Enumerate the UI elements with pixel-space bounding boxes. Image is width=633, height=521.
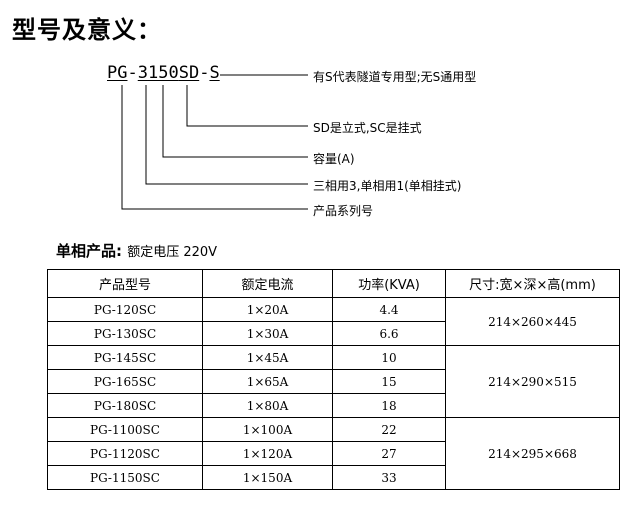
table-row: PG-145SC 1×45A 10 214×290×515	[47, 345, 620, 418]
table-row: PG-165SC 1×65A 15	[47, 369, 620, 394]
header-power: 功率(KVA)	[332, 269, 446, 298]
legend-phase: 三相用3,单相用1(单相挂式)	[313, 179, 462, 193]
code-part-dash-1: -	[127, 63, 138, 83]
cell-model: PG-1120SC	[47, 441, 203, 466]
code-part-tunnel: S	[209, 63, 220, 83]
table-row: PG-1150SC 1×150A 33	[47, 465, 620, 490]
code-part-series: PG	[107, 63, 128, 83]
cell-current: 1×120A	[202, 441, 333, 466]
legend-tunnel: 有S代表隧道专用型;无S通用型	[313, 70, 477, 84]
cell-dimensions: 214×295×668	[445, 417, 620, 490]
cell-power: 15	[332, 369, 446, 394]
header-current: 额定电流	[202, 269, 333, 298]
cell-model: PG-165SC	[47, 369, 203, 394]
section-title: 单相产品: 额定电压 220V	[56, 240, 217, 261]
model-code: PG-3150SD-S	[107, 63, 220, 83]
model-connector-lines	[121, 74, 308, 210]
table-row: PG-1120SC 1×120A 27	[47, 441, 620, 466]
cell-model: PG-120SC	[47, 297, 203, 322]
table-row: PG-1100SC 1×100A 22 214×295×668	[47, 417, 620, 490]
cell-current: 1×45A	[202, 345, 333, 370]
cell-power: 33	[332, 465, 446, 490]
legend-mount: SD是立式,SC是挂式	[313, 121, 422, 135]
cell-power: 10	[332, 345, 446, 370]
rated-voltage: 额定电压 220V	[127, 245, 218, 260]
cell-power: 6.6	[332, 321, 446, 346]
cell-power: 18	[332, 393, 446, 418]
cell-current: 1×65A	[202, 369, 333, 394]
table-row: PG-120SC 1×20A 4.4 214×260×445	[47, 297, 620, 346]
code-part-dash-2: -	[199, 63, 210, 83]
spec-table: 产品型号 额定电流 功率(KVA) 尺寸:宽×深×高(mm) PG-120SC …	[47, 269, 620, 490]
code-part-phase: 3	[137, 63, 148, 83]
cell-model: PG-145SC	[47, 345, 203, 370]
cell-current: 1×20A	[202, 297, 333, 322]
header-dimensions: 尺寸:宽×深×高(mm)	[445, 269, 620, 298]
cell-current: 1×80A	[202, 393, 333, 418]
cell-model: PG-1150SC	[47, 465, 203, 490]
page-title: 型号及意义：	[12, 16, 162, 44]
legend-series: 产品系列号	[313, 204, 374, 218]
cell-model: PG-130SC	[47, 321, 203, 346]
cell-power: 22	[332, 417, 446, 442]
table-row: PG-180SC 1×80A 18	[47, 393, 620, 418]
cell-model: PG-1100SC	[47, 417, 203, 442]
legend-capacity: 容量(A)	[313, 152, 355, 166]
cell-dimensions: 214×260×445	[445, 297, 620, 346]
cell-current: 1×30A	[202, 321, 333, 346]
table-row: PG-130SC 1×30A 6.6	[47, 321, 620, 346]
cell-power: 27	[332, 441, 446, 466]
code-part-mount: SD	[178, 63, 200, 83]
cell-dimensions: 214×290×515	[445, 345, 620, 418]
code-part-capacity: 150	[147, 63, 179, 83]
section-heading: 单相产品:	[56, 242, 122, 260]
table-header-row: 产品型号 额定电流 功率(KVA) 尺寸:宽×深×高(mm)	[47, 269, 620, 298]
cell-current: 1×150A	[202, 465, 333, 490]
cell-current: 1×100A	[202, 417, 333, 442]
cell-power: 4.4	[332, 297, 446, 322]
header-model: 产品型号	[47, 269, 203, 298]
cell-model: PG-180SC	[47, 393, 203, 418]
